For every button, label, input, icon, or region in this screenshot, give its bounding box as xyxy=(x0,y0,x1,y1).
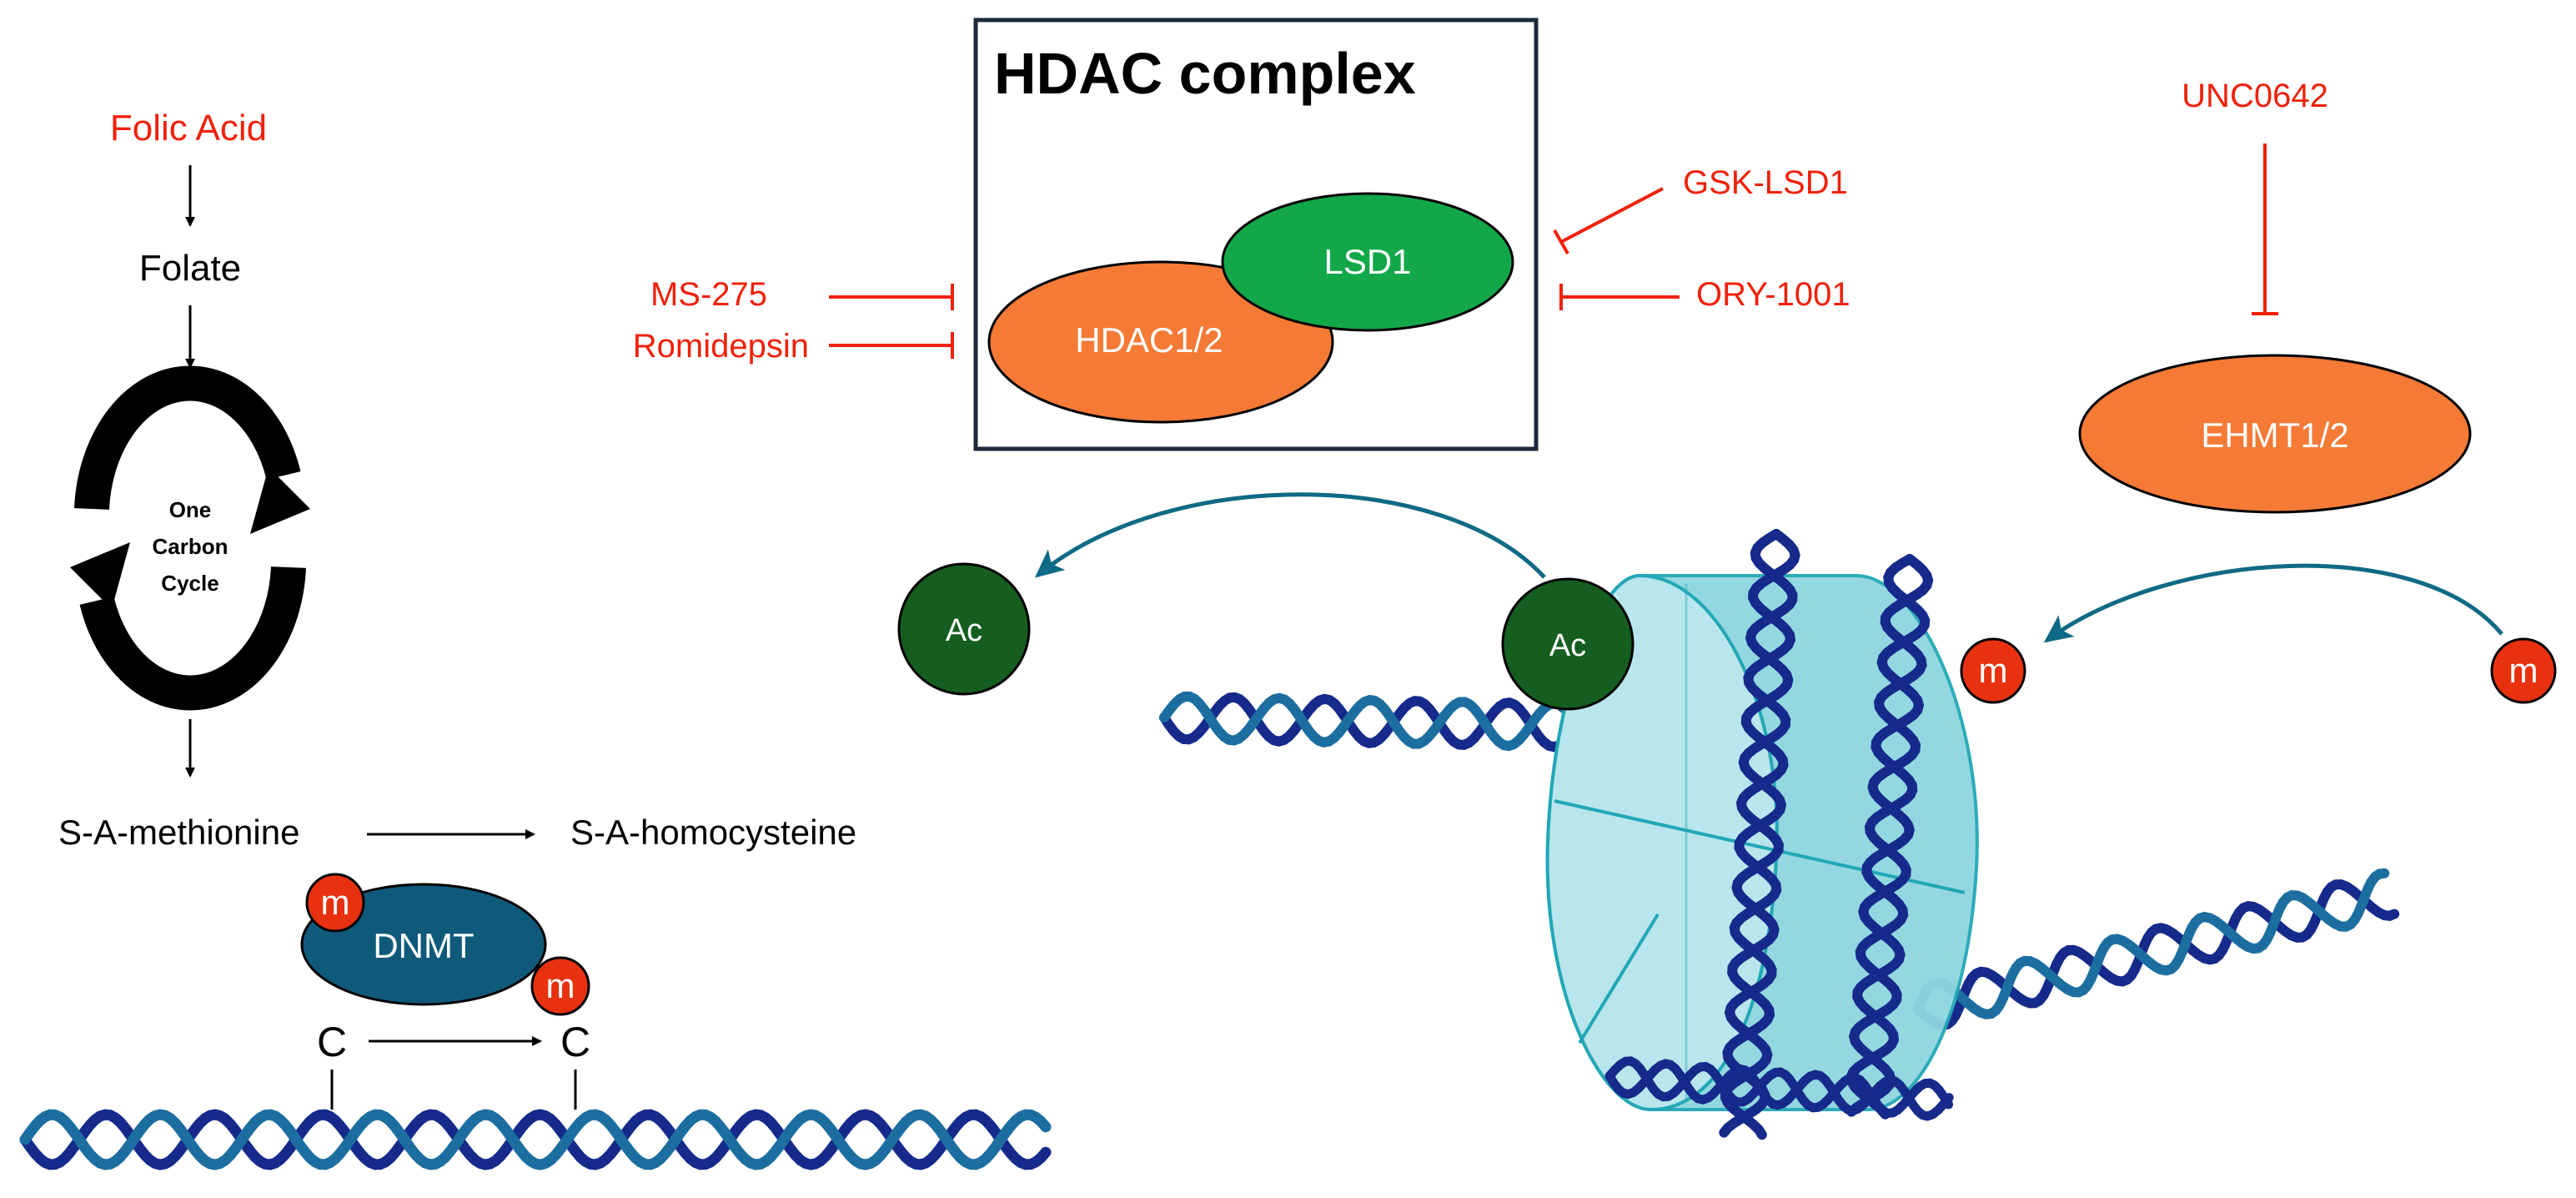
inhibition-bar-gsk-lsd1 xyxy=(1553,187,1664,254)
dna-linker-left xyxy=(1159,691,1590,753)
cytosine-right: C xyxy=(560,1019,590,1065)
methyl-mark-dnmt-top xyxy=(305,873,365,933)
one-carbon-cycle-icon xyxy=(70,365,310,711)
acetyl-mark-histone xyxy=(1501,577,1634,711)
methyl-mark-free xyxy=(2490,637,2557,704)
inhibitor-unc0642: UNC0642 xyxy=(2182,78,2328,114)
cytosine-left: C xyxy=(317,1019,347,1065)
hdac-label: HDAC1/2 xyxy=(1075,320,1223,360)
hdac-complex-title: HDAC complex xyxy=(994,41,1416,106)
methyl-label-histone: m xyxy=(1979,651,2008,690)
sam-label: S-A-methionine xyxy=(58,813,299,852)
methyl-label-dnmt-bottom: m xyxy=(546,966,575,1005)
dna-strand xyxy=(1913,868,2390,1019)
acetyl-removal-arrow xyxy=(1034,492,1546,579)
inhibition-bar-ms275 xyxy=(829,284,954,310)
lsd1-enzyme xyxy=(1221,192,1514,332)
inhibition-bar-romidepsin xyxy=(829,332,954,359)
inhibitor-ory1001: ORY-1001 xyxy=(1696,276,1850,313)
inhibition-bar-unc0642 xyxy=(2252,143,2278,315)
methyl-label-free: m xyxy=(2509,651,2538,690)
acetyl-mark-free xyxy=(897,562,1031,696)
ehmt-label: EHMT1/2 xyxy=(2201,415,2348,455)
sah-label: S-A-homocysteine xyxy=(570,813,856,852)
folic-acid-label: Folic Acid xyxy=(110,108,267,148)
methyl-label-dnmt-top: m xyxy=(321,883,350,922)
dna-strand xyxy=(1913,878,2400,1031)
dnmt-enzyme xyxy=(300,883,547,1006)
inhibitor-romidepsin: Romidepsin xyxy=(633,328,809,365)
methyl-transfer-arrow xyxy=(2043,563,2503,643)
acetyl-label-histone: Ac xyxy=(1549,628,1586,663)
dna-strand xyxy=(1604,1056,1954,1119)
folate-label: Folate xyxy=(139,248,241,289)
dna-strand xyxy=(19,1109,1052,1170)
dna-helix-bottom xyxy=(19,1109,1052,1170)
cycle-text-cycle: Cycle xyxy=(161,571,218,596)
dna-strand xyxy=(1604,1059,1954,1121)
hdac-complex-box xyxy=(973,18,1539,451)
dna-strand xyxy=(1720,529,1800,1140)
methyl-mark-dnmt-bottom xyxy=(530,956,590,1016)
methyl-mark-histone xyxy=(1960,637,2026,704)
cycle-text-one: One xyxy=(169,497,212,522)
acetyl-label-free: Ac xyxy=(946,613,982,648)
inhibition-bar-ory1001 xyxy=(1559,284,1680,310)
hdac-enzyme xyxy=(987,260,1334,424)
dnmt-label: DNMT xyxy=(373,926,474,965)
dna-linker-right xyxy=(1913,868,2400,1031)
dna-strand xyxy=(1159,692,1590,753)
dna-strand xyxy=(1159,691,1589,752)
cycle-text-carbon: Carbon xyxy=(153,534,228,559)
dna-nucleosome-wrap xyxy=(1604,529,1954,1140)
dna-strand xyxy=(1846,554,1934,1117)
ehmt-enzyme xyxy=(2078,354,2472,514)
inhibitor-gsk-lsd1: GSK-LSD1 xyxy=(1683,164,1848,201)
inhibitor-ms275: MS-275 xyxy=(650,276,767,313)
dna-strand xyxy=(19,1109,1052,1170)
lsd1-label: LSD1 xyxy=(1323,242,1411,281)
dna-strand xyxy=(1845,554,1931,1120)
